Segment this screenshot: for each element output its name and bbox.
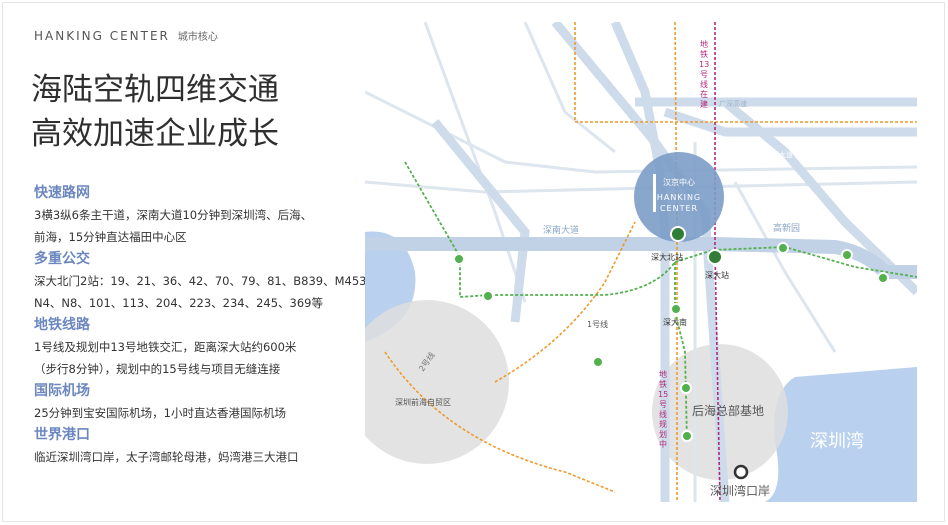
metro-line-1 xyxy=(404,161,917,298)
station-icon xyxy=(670,303,682,315)
svg-text:13: 13 xyxy=(699,60,709,69)
center-label-en2: CENTER xyxy=(660,204,698,213)
section-port: 世界港口 临近深圳湾口岸，太子湾邮轮母港，妈湾港三大港口 xyxy=(34,424,364,468)
section-body: 临近深圳湾口岸，太子湾邮轮母港，妈湾港三大港口 xyxy=(34,446,364,468)
section-title: 快速路网 xyxy=(34,185,90,201)
section-line: 深大北门2站：19、21、36、42、70、79、81、B839、M453、 xyxy=(34,274,378,288)
section-body: 深大北门2站：19、21、36、42、70、79、81、B839、M453、 N… xyxy=(34,270,378,314)
brand-name: HANKING CENTER xyxy=(34,29,170,43)
svg-text:线: 线 xyxy=(659,409,667,419)
road-label-shennan: 深南大道 xyxy=(543,224,579,236)
svg-text:规: 规 xyxy=(659,419,667,429)
zone-qianhai xyxy=(365,300,509,464)
center-label-cn: 汉京中心 xyxy=(663,177,695,187)
section-line: 3横3纵6条主干道，深南大道10分钟到深圳湾、后海、 xyxy=(34,208,313,222)
headline: 海陆空轨四维交通 高效加速企业成长 xyxy=(31,68,279,156)
section-line: （步行8分钟），规划中的15号线与项目无缝连接 xyxy=(34,362,281,376)
section-body: 1号线及规划中13号地铁交汇，距离深大站约600米 （步行8分钟），规划中的15… xyxy=(34,336,364,380)
feature-list: 快速路网 3横3纵6条主干道，深南大道10分钟到深圳湾、后海、 前海，15分钟直… xyxy=(34,182,378,468)
svg-text:划: 划 xyxy=(659,429,667,439)
line13-label: 地 铁 13 号 线 在 建 xyxy=(699,39,709,109)
section-body: 25分钟到宝安国际机场，1小时直达香港国际机场 xyxy=(34,402,364,424)
headline-line-2: 高效加速企业成长 xyxy=(31,116,279,152)
station-icon xyxy=(453,253,465,265)
station-icon xyxy=(482,290,494,302)
station-label-shenda: 深大站 xyxy=(705,270,729,280)
station-icon xyxy=(841,249,853,261)
center-logo-bar xyxy=(653,174,656,212)
road-label-gaoxinyuan: 高新园 xyxy=(773,222,800,234)
section-line: 前海，15分钟直达福田中心区 xyxy=(34,230,187,244)
metro-line-1-branch xyxy=(674,262,688,443)
transport-map: 汉京中心 HANKING CENTER 深南大道 高新园 广深高速 北环大道 xyxy=(365,22,917,502)
section-line: 25分钟到宝安国际机场，1小时直达香港国际机场 xyxy=(34,406,286,420)
svg-text:铁: 铁 xyxy=(659,379,667,389)
svg-text:地: 地 xyxy=(700,39,708,49)
station-label-shenda-north: 深大北站 xyxy=(651,252,683,262)
svg-text:中: 中 xyxy=(659,439,667,449)
section-bus: 多重公交 深大北门2站：19、21、36、42、70、79、81、B839、M4… xyxy=(34,248,378,314)
metro-line-15 xyxy=(674,22,678,502)
station-icon xyxy=(877,272,889,284)
line1-label: 1号线 xyxy=(587,319,608,329)
section-line: 1号线及规划中13号地铁交汇，距离深大站约600米 xyxy=(34,340,297,354)
section-title: 多重公交 xyxy=(34,251,90,267)
svg-text:建: 建 xyxy=(700,99,708,109)
section-title: 世界港口 xyxy=(34,427,90,443)
area-label-port: 深圳湾口岸 xyxy=(710,483,770,498)
svg-text:线: 线 xyxy=(700,79,708,89)
station-icon xyxy=(707,249,723,265)
svg-text:号: 号 xyxy=(659,400,667,409)
section-airport: 国际机场 25分钟到宝安国际机场，1小时直达香港国际机场 xyxy=(34,380,364,424)
station-icon xyxy=(670,226,686,242)
area-label-bay: 深圳湾 xyxy=(810,431,864,452)
station-icon xyxy=(777,242,789,254)
section-title: 国际机场 xyxy=(34,383,90,399)
metro-stations xyxy=(453,226,889,480)
line15-label: 地 铁 15 号 线 规 划 中 xyxy=(658,369,668,449)
section-title: 地铁线路 xyxy=(34,317,90,333)
port-icon xyxy=(733,464,749,480)
area-label-qianhai: 深圳前海自贸区 xyxy=(395,397,451,407)
section-body: 3横3纵6条主干道，深南大道10分钟到深圳湾、后海、 前海，15分钟直达福田中心… xyxy=(34,204,364,248)
station-icon xyxy=(681,430,693,442)
section-metro: 地铁线路 1号线及规划中13号地铁交汇，距离深大站约600米 （步行8分钟），规… xyxy=(34,314,364,380)
metro-orange-line xyxy=(384,22,917,493)
center-label-en1: HANKING xyxy=(657,193,701,202)
water-bay xyxy=(765,367,917,502)
svg-text:15: 15 xyxy=(658,390,668,399)
road-label-beihuan: 北环大道 xyxy=(765,150,793,159)
area-label-houhai: 后海总部基地 xyxy=(692,403,764,418)
hanking-center-marker xyxy=(634,152,724,242)
station-icon xyxy=(680,382,692,394)
svg-text:在: 在 xyxy=(700,89,708,99)
section-line: 临近深圳湾口岸，太子湾邮轮母港，妈湾港三大港口 xyxy=(34,450,299,464)
svg-text:地: 地 xyxy=(659,369,667,379)
svg-text:铁: 铁 xyxy=(700,49,708,59)
station-icon xyxy=(592,356,604,368)
road-label-guangshen: 广深高速 xyxy=(719,99,747,108)
brand-header: HANKING CENTER 城市核心 xyxy=(34,28,218,43)
brand-subtitle: 城市核心 xyxy=(177,32,218,43)
road-shennan xyxy=(365,237,917,279)
headline-line-1: 海陆空轨四维交通 xyxy=(31,72,279,108)
svg-text:号: 号 xyxy=(700,70,708,79)
section-line: N4、N8、101、113、204、223、234、245、369等 xyxy=(34,296,323,310)
section-expressway: 快速路网 3横3纵6条主干道，深南大道10分钟到深圳湾、后海、 前海，15分钟直… xyxy=(34,182,364,248)
station-label-shendanan: 深大南 xyxy=(663,317,687,327)
